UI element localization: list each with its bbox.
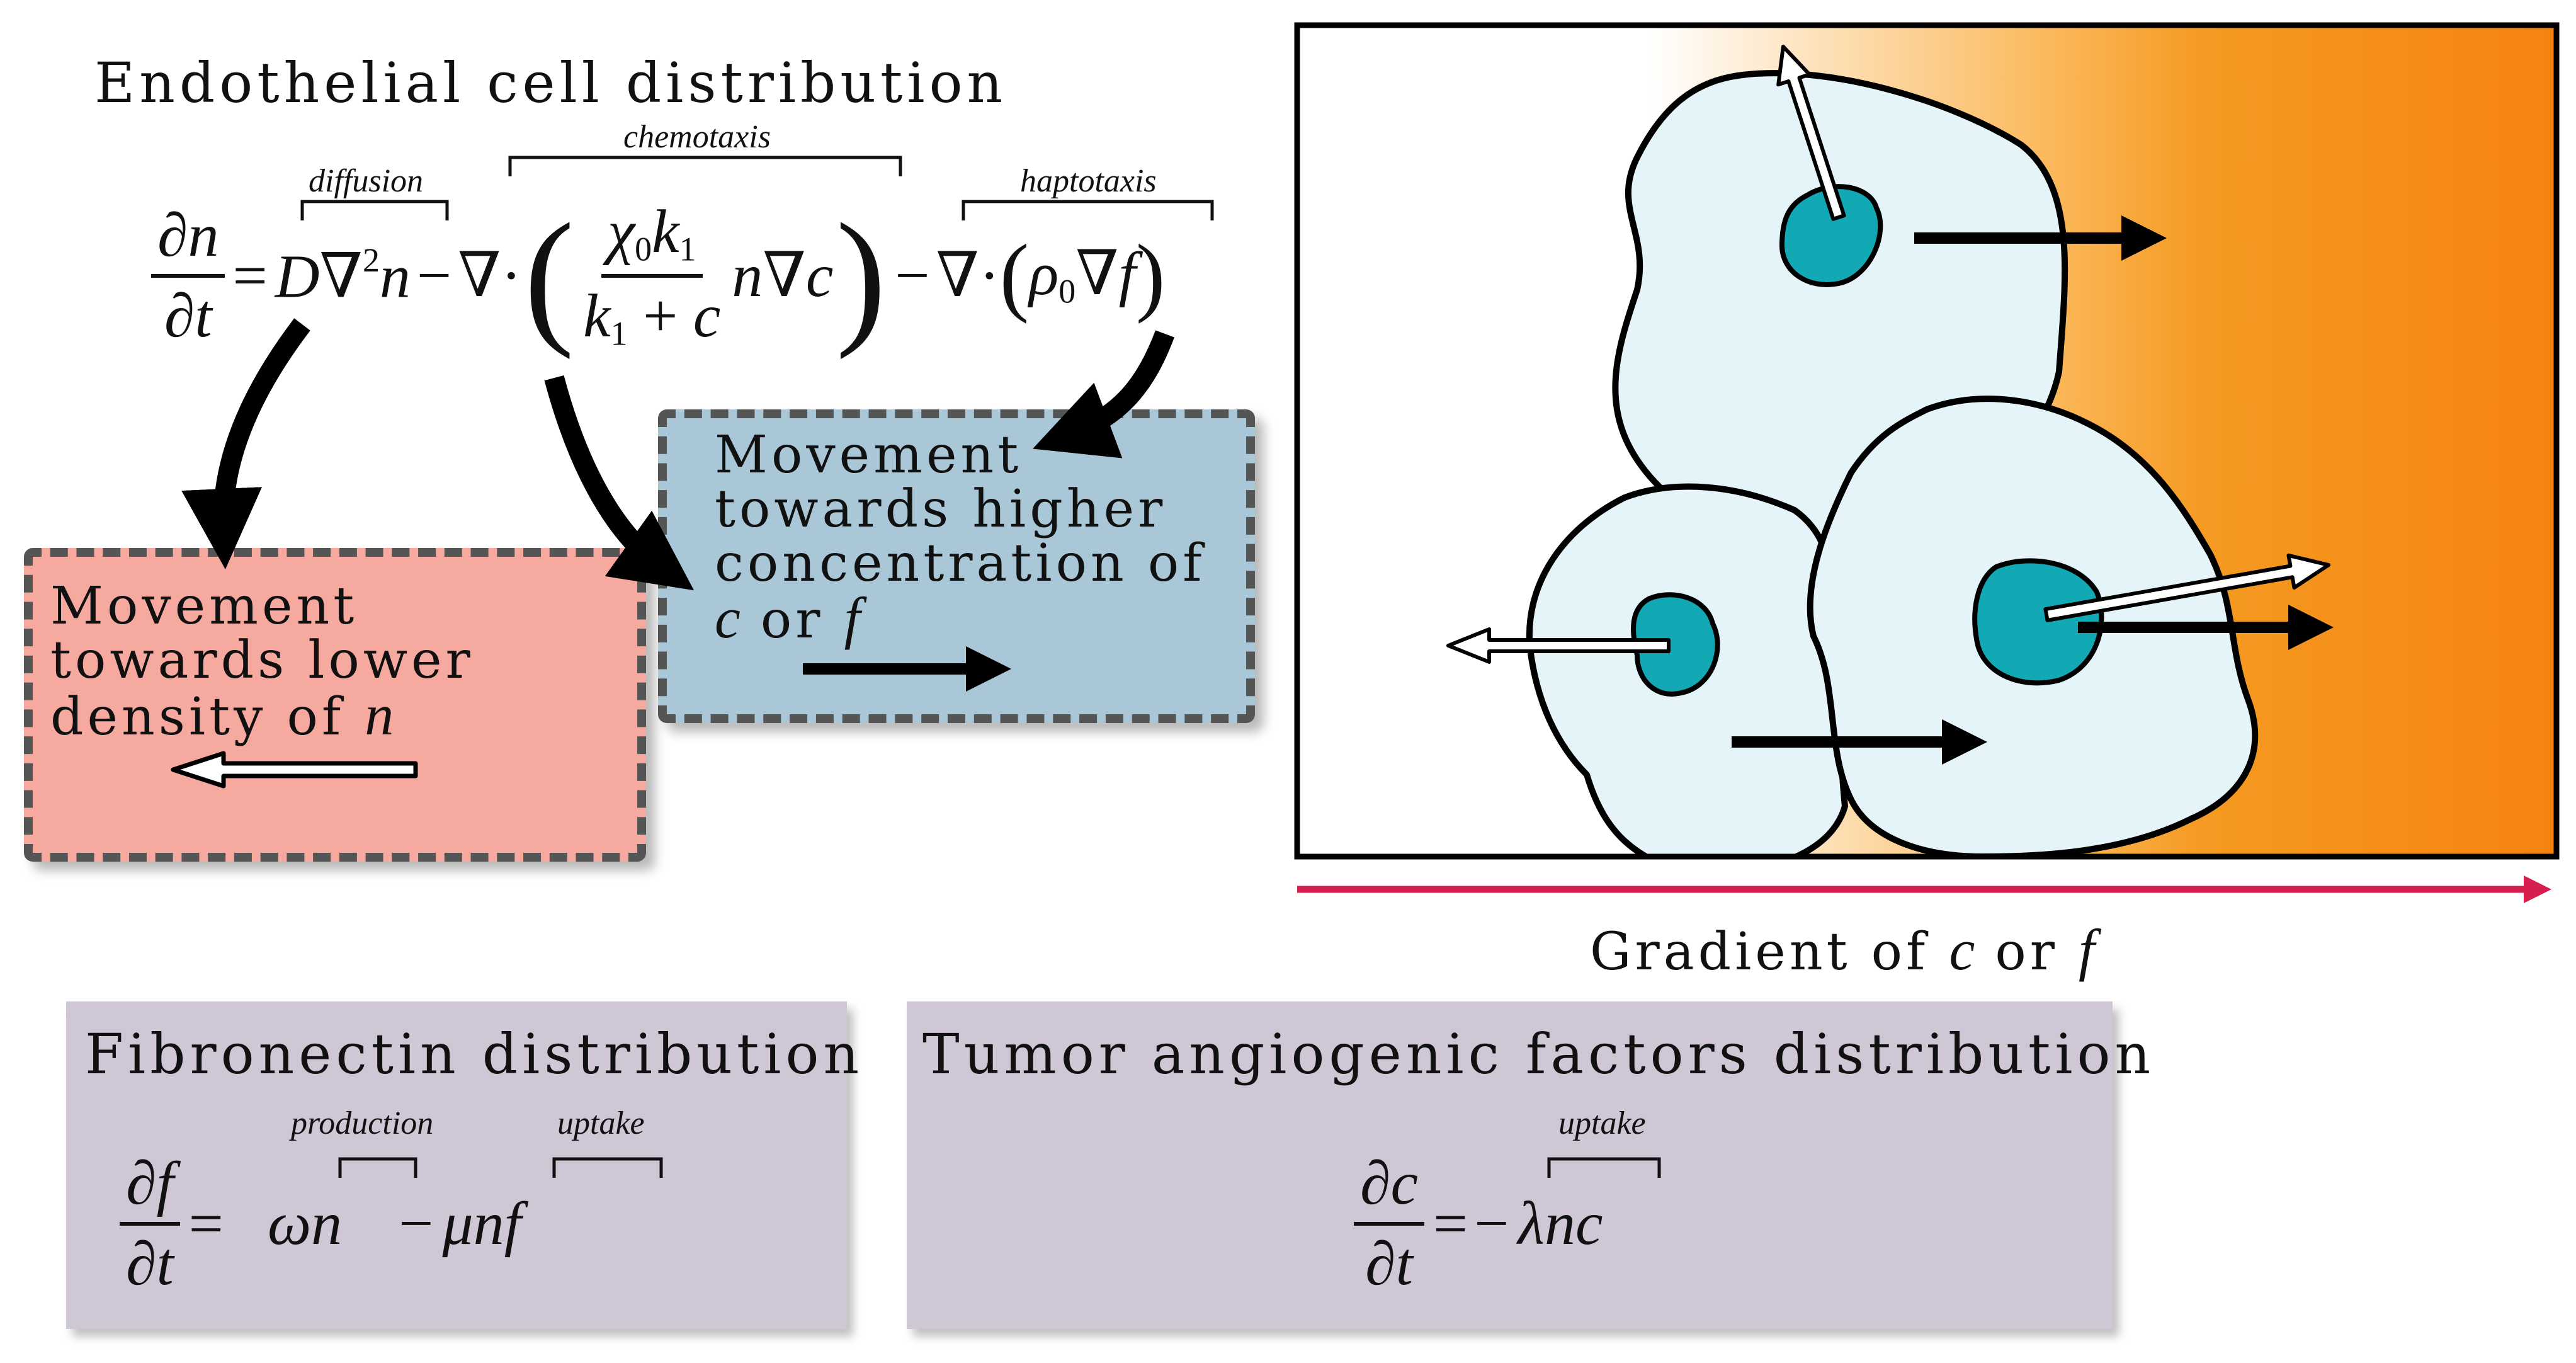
dc-dt-fraction: ∂c∂t [1354, 1153, 1424, 1295]
lower-density-text: Movement towards lower density of n [50, 576, 474, 747]
diffusion-curved-arrow [181, 318, 310, 569]
diffusion-bracket [300, 200, 449, 220]
dn-dt-fraction: ∂n∂t [151, 205, 225, 347]
tumor-uptake-bracket [1547, 1157, 1661, 1178]
panel-frame [1294, 22, 2560, 860]
df-dt-fraction: ∂f∂t [120, 1153, 180, 1295]
diffusion-label: diffusion [309, 163, 424, 199]
cell-bottom-right-white-arrow [2043, 553, 2331, 622]
nucleus-top [1779, 184, 1883, 287]
tumor-brackets [1547, 1157, 1661, 1178]
nucleus-bottom-left [1631, 592, 1720, 697]
haptotaxis-bracket [962, 200, 1214, 220]
lower-density-box [24, 548, 646, 862]
haptotaxis-curved-arrow [1033, 330, 1174, 459]
chemotaxis-bracket [508, 156, 902, 176]
production-bracket [338, 1157, 417, 1178]
gradient-label: Gradient of c or f [1590, 918, 2095, 982]
higher-concentration-text: Movement towards higher concentration of… [715, 425, 1206, 650]
equation-brackets [300, 156, 1214, 220]
tumor-uptake-label: uptake [1558, 1105, 1646, 1141]
endothelial-title: Endothelial cell distribution [94, 50, 1007, 115]
production-label: production [291, 1105, 434, 1141]
chemotaxis-curved-arrow [544, 375, 695, 591]
tumor-equation: ∂c∂t = − λnc [1354, 1153, 1603, 1295]
fibronectin-equation: ∂f∂t = ωn − μnf [120, 1153, 521, 1295]
cell-bottom-left-white-arrow [1446, 627, 1671, 664]
tumor-box [907, 1001, 2113, 1329]
haptotaxis-label: haptotaxis [1020, 163, 1157, 199]
uptake-bracket [552, 1157, 663, 1178]
fibronectin-uptake-label: uptake [557, 1105, 645, 1141]
var-n: n [365, 683, 394, 747]
fibronectin-box [66, 1001, 847, 1329]
chemotaxis-label: chemotaxis [623, 119, 771, 155]
cell-top-white-arrow [1776, 44, 1846, 221]
nucleus-bottom-right [1972, 558, 2104, 686]
cell-migration-panel [1294, 22, 2560, 903]
fibronectin-brackets [338, 1157, 663, 1178]
connector-arrows [171, 318, 1174, 789]
fibronectin-title: Fibronectin distribution [85, 1022, 864, 1086]
tumor-title: Tumor angiogenic factors distribution [922, 1022, 2155, 1086]
box-white-arrow [171, 751, 418, 789]
